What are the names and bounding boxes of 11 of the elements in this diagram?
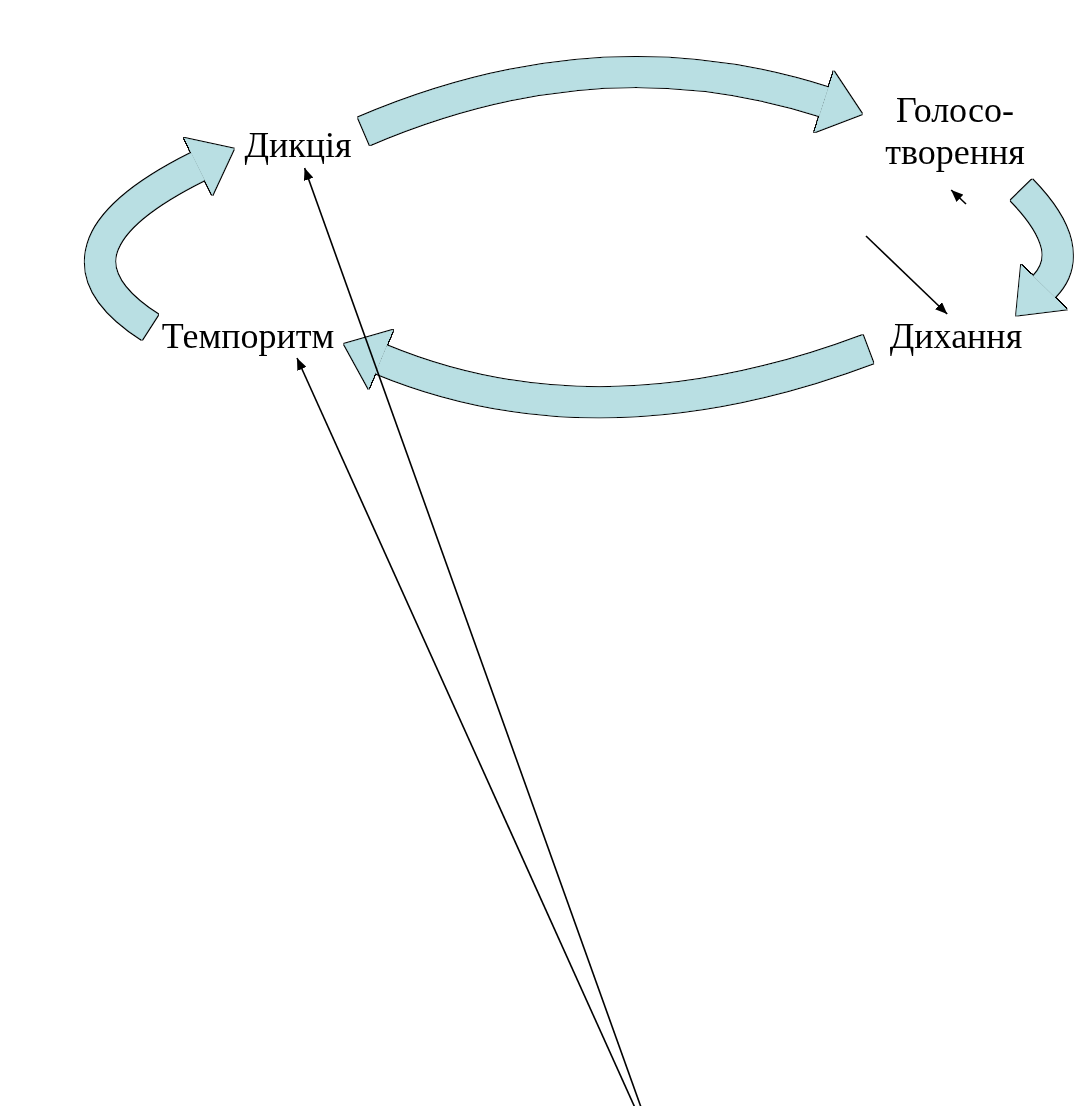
concept-label: Дикція <box>232 122 364 168</box>
concept-label: Дихання <box>868 314 1044 358</box>
curved-block-arrow <box>1010 179 1073 318</box>
arrow <box>296 357 637 1106</box>
curved-block-arrow <box>358 57 863 146</box>
arrow <box>303 167 643 1106</box>
arrow <box>950 189 967 205</box>
arrow <box>865 235 948 315</box>
concept-label: Темпоритм <box>150 314 346 358</box>
concept-label: Голосо- творення <box>860 72 1050 190</box>
curved-block-arrow <box>343 329 873 418</box>
